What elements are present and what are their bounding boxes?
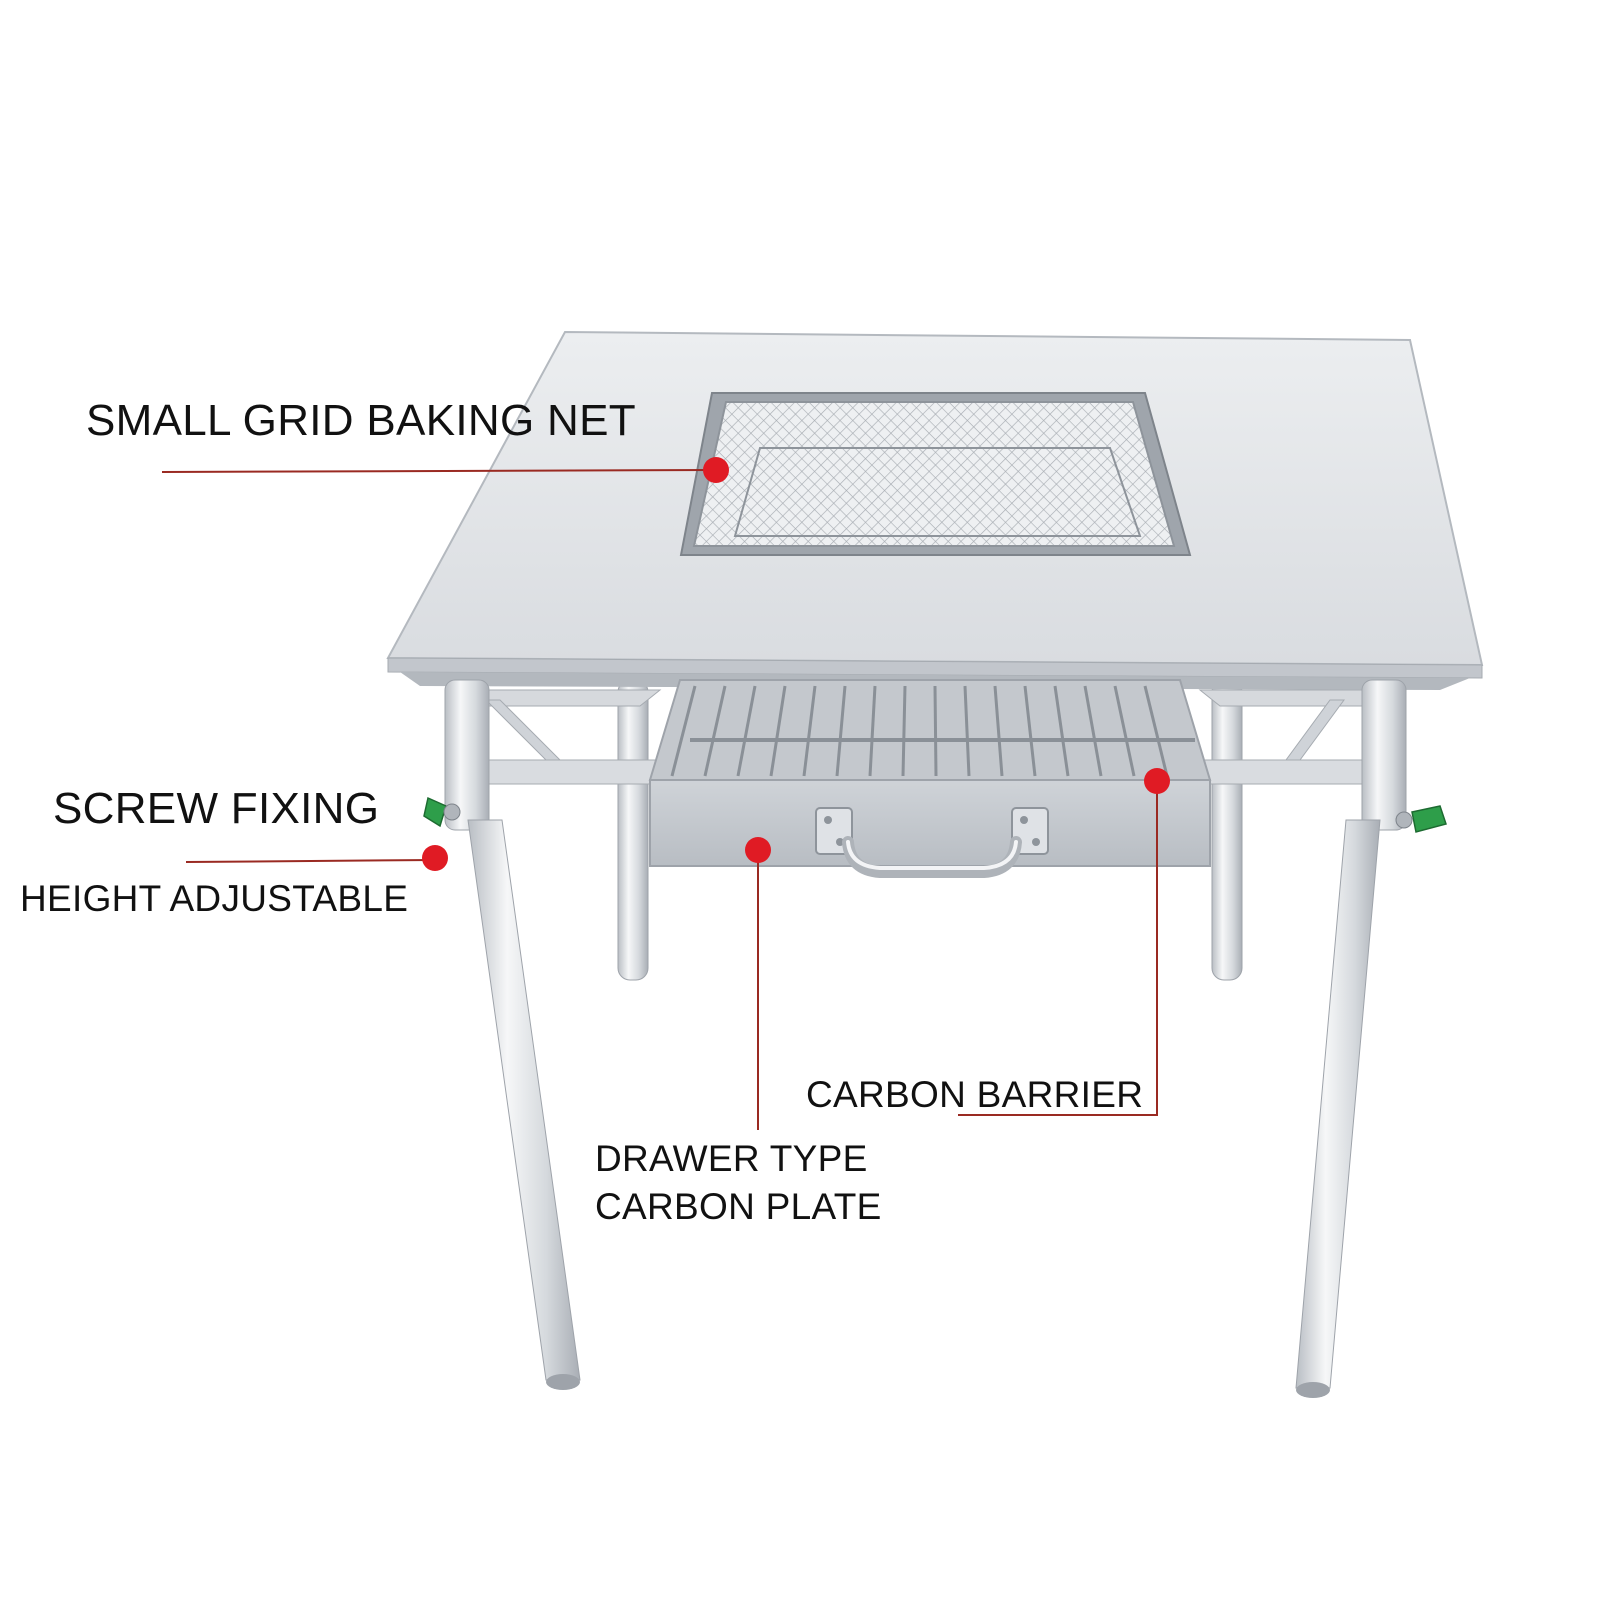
green-wing-knob-right — [1395, 805, 1447, 833]
marker-drawer — [745, 837, 771, 863]
leader-carbon-barrier — [958, 783, 1158, 1116]
carbon-barrier-grate — [670, 685, 1195, 777]
label-height-adjustable: HEIGHT ADJUSTABLE — [20, 878, 409, 919]
front-left-lower-leg — [467, 819, 581, 1381]
leader-screw-fixing — [185, 859, 436, 863]
leader-lines — [161, 469, 1158, 1130]
leader-baking-net — [161, 469, 717, 473]
right-cross-bar — [1199, 759, 1371, 785]
drawer-front-panel — [649, 779, 1211, 867]
baking-net-mesh — [692, 401, 1176, 547]
right-side-rail — [1198, 689, 1371, 707]
marker-carbon-barrier — [1144, 768, 1170, 794]
front-right-lower-leg — [1295, 819, 1381, 1389]
front-left-upper-leg — [444, 679, 490, 831]
label-carbon-plate: CARBON PLATE — [595, 1186, 882, 1227]
label-small-grid-baking-net: SMALL GRID BAKING NET — [86, 396, 636, 445]
front-right-upper-leg — [1361, 679, 1407, 831]
label-screw-fixing: SCREW FIXING — [53, 784, 380, 833]
drawer-tray-top — [648, 679, 1212, 781]
green-wing-knob-left — [423, 796, 461, 828]
back-left-leg — [617, 679, 649, 981]
left-diagonal-brace — [484, 699, 562, 761]
left-cross-bar — [479, 759, 661, 785]
back-right-leg — [1211, 679, 1243, 981]
marker-baking-net — [703, 457, 729, 483]
baking-net-inner-frame — [733, 447, 1142, 537]
label-carbon-barrier: CARBON BARRIER — [806, 1074, 1144, 1115]
right-diagonal-brace — [1285, 699, 1345, 761]
label-drawer-type: DRAWER TYPE — [595, 1138, 868, 1179]
marker-screw-fixing — [422, 845, 448, 871]
table-top-front-edge — [387, 657, 1483, 679]
